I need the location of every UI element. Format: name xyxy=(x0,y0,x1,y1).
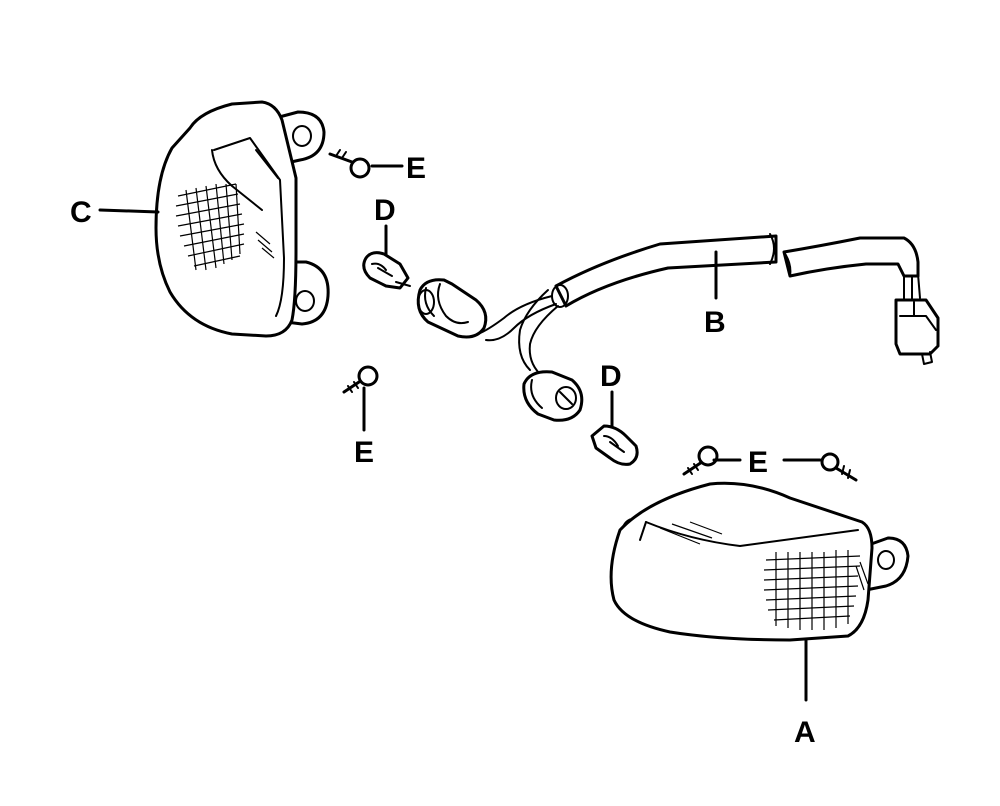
label-e-top: E xyxy=(406,152,426,185)
socket-upper xyxy=(416,278,488,339)
screw-e-left xyxy=(342,365,379,394)
callout-labels: C B D D E E E A xyxy=(70,152,816,749)
label-b: B xyxy=(704,306,726,339)
label-e-right: E xyxy=(748,446,768,479)
lamp-c-lens-grid xyxy=(175,183,245,271)
lamp-a-lens-grid xyxy=(763,550,861,630)
label-e-left: E xyxy=(354,436,374,469)
screw-e-right-a xyxy=(682,445,719,476)
lamp-c xyxy=(154,100,330,338)
label-d-top: D xyxy=(374,194,396,227)
bulb-d-lower xyxy=(590,424,639,466)
bulb-d-upper xyxy=(362,251,411,290)
label-d-mid: D xyxy=(600,360,622,393)
lamp-a xyxy=(609,481,910,642)
wire-harness-b xyxy=(477,233,940,375)
label-a: A xyxy=(794,716,816,749)
label-c: C xyxy=(70,196,92,229)
leader-lines xyxy=(98,164,822,702)
screw-e-right-b xyxy=(820,452,858,482)
socket-lower xyxy=(522,370,584,422)
screw-e-top xyxy=(328,149,371,179)
